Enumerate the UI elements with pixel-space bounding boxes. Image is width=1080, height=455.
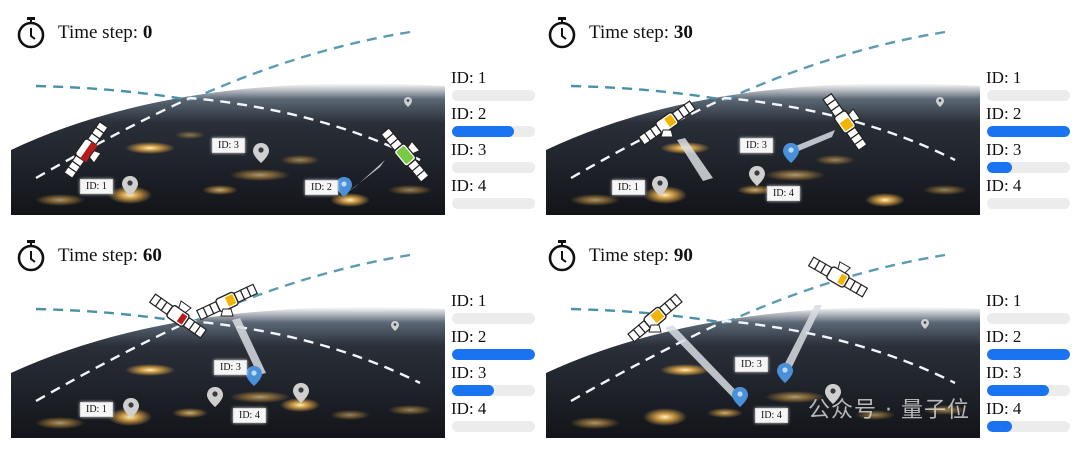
location-tag: ID: 1: [80, 402, 113, 417]
orbit-white-dashed: [35, 96, 421, 180]
progress-bar: [987, 385, 1070, 396]
progress-bar: [452, 313, 535, 324]
progress-bar: [452, 385, 535, 396]
progress-item: ID: 3: [986, 140, 1072, 176]
stopwatch-icon: [17, 17, 45, 49]
location-tag: ID: 3: [740, 138, 773, 153]
progress-item: ID: 1: [451, 68, 537, 104]
location-tag: ID: 1: [612, 180, 645, 195]
progress-item: ID: 2: [986, 327, 1072, 363]
progress-item: ID: 4: [986, 176, 1072, 212]
task-progress-list: ID: 1 ID: 2 ID: 3 ID: 4: [451, 291, 537, 435]
progress-bar: [987, 126, 1070, 137]
location-tag: ID: 1: [80, 179, 113, 194]
time-step-value: 30: [673, 22, 693, 43]
location-tag: ID: 3: [735, 357, 768, 372]
panel-time-step-0: Time step: 0 ID: 1 ID: 2 ID: 3 ID: 1 ID:…: [0, 0, 540, 227]
progress-item: ID: 2: [451, 104, 537, 140]
progress-bar: [452, 90, 535, 101]
progress-item: ID: 2: [986, 104, 1072, 140]
progress-bar: [987, 198, 1070, 209]
progress-item: ID: 4: [986, 399, 1072, 435]
panel-time-step-90: Time step: 90 ID: 3 ID: 4 ID: 1 ID: 2 ID…: [535, 225, 1075, 452]
progress-item: ID: 2: [451, 327, 537, 363]
task-progress-list: ID: 1 ID: 2 ID: 3 ID: 4: [451, 68, 537, 212]
progress-bar: [987, 421, 1070, 432]
progress-item: ID: 1: [451, 291, 537, 327]
progress-item: ID: 3: [451, 363, 537, 399]
progress-bar: [987, 313, 1070, 324]
stopwatch-icon: [17, 240, 45, 272]
stopwatch-icon: [548, 17, 576, 49]
time-step-title: Time step: 0: [58, 22, 153, 43]
time-step-title: Time step: 30: [589, 22, 693, 43]
progress-item: ID: 4: [451, 399, 537, 435]
progress-bar: [987, 90, 1070, 101]
progress-bar: [452, 162, 535, 173]
progress-bar: [452, 421, 535, 432]
task-progress-list: ID: 1 ID: 2 ID: 3 ID: 4: [986, 68, 1072, 212]
location-tag: ID: 4: [233, 408, 266, 423]
satellite-icon: [380, 127, 430, 183]
progress-item: ID: 3: [451, 140, 537, 176]
progress-item: ID: 3: [986, 363, 1072, 399]
watermark: 公众号 · 量子位: [808, 398, 970, 423]
location-tag: ID: 2: [305, 180, 338, 195]
progress-bar: [987, 162, 1070, 173]
time-step-title: Time step: 60: [58, 245, 162, 266]
task-progress-list: ID: 1 ID: 2 ID: 3 ID: 4: [986, 291, 1072, 435]
progress-item: ID: 4: [451, 176, 537, 212]
satellite-icon: [63, 121, 109, 179]
panel-time-step-60: Time step: 60 ID: 1 ID: 3 ID: 4 ID: 1 ID…: [0, 225, 540, 452]
orbit-blue-dashed: [35, 84, 191, 102]
time-step-value: 90: [673, 245, 693, 266]
progress-bar: [452, 126, 535, 137]
time-step-value: 0: [142, 22, 153, 43]
stopwatch-icon: [548, 240, 576, 272]
location-tag: ID: 4: [755, 408, 788, 423]
earth-scene: [546, 253, 980, 438]
panel-time-step-30: Time step: 30 ID: 1 ID: 3 ID: 4 ID: 1 ID…: [535, 0, 1075, 227]
progress-bar: [987, 349, 1070, 360]
progress-bar: [452, 349, 535, 360]
time-step-title: Time step: 90: [589, 245, 693, 266]
progress-item: ID: 1: [986, 68, 1072, 104]
city-lights: [35, 131, 432, 207]
progress-bar: [452, 198, 535, 209]
time-step-value: 60: [142, 245, 162, 266]
location-tag: ID: 3: [212, 138, 245, 153]
progress-item: ID: 1: [986, 291, 1072, 327]
location-tag: ID: 3: [214, 360, 247, 375]
location-tag: ID: 4: [767, 186, 800, 201]
